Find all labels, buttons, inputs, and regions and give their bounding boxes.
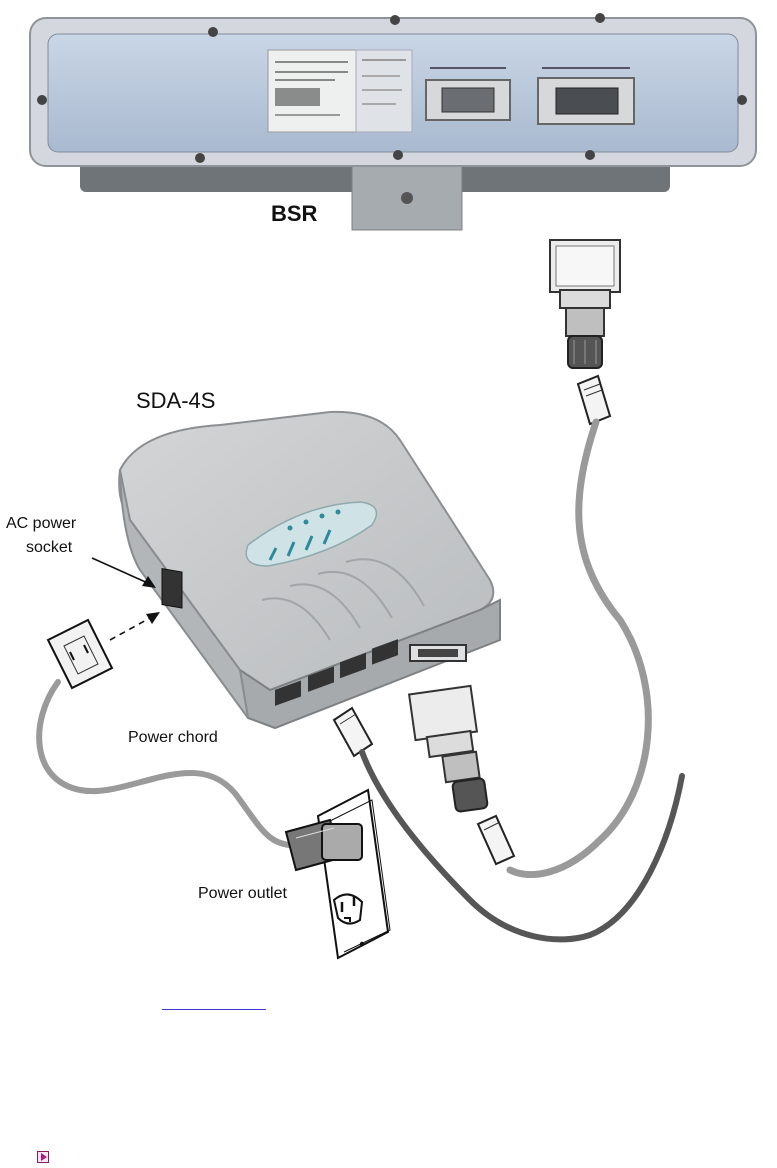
serial-cable [510, 422, 648, 875]
rj45-plug-top [578, 376, 610, 424]
bsr-unit [30, 13, 756, 230]
bsr-db-connector [550, 240, 620, 368]
bsr-screw [595, 13, 605, 23]
play-icon[interactable] [37, 1151, 49, 1163]
bsr-screw [393, 150, 403, 160]
data-cable-dark [362, 752, 682, 939]
bsr-screw [585, 150, 595, 160]
bsr-screw [37, 95, 47, 105]
power-outlet-label: Power outlet [198, 885, 287, 902]
power-plug [48, 620, 112, 688]
bsr-screw [208, 27, 218, 37]
rj45-plug-sda [334, 708, 372, 756]
bsr-screw [390, 15, 400, 25]
ac-socket-label-line1: AC power [6, 515, 77, 532]
bsr-barcode [275, 88, 320, 106]
plug-insert-arrow [110, 612, 160, 640]
sda-label: SDA-4S [136, 388, 215, 413]
bsr-screw [737, 95, 747, 105]
power-chord-label: Power chord [128, 729, 218, 746]
hyperlink-underline[interactable] [162, 1009, 266, 1010]
sda-db-connector [409, 686, 488, 812]
ac-socket-label-line2: socket [26, 539, 73, 556]
bsr-screw [195, 153, 205, 163]
sda-ac-socket [162, 569, 182, 609]
bsr-mount-hole [401, 192, 413, 204]
sda-4s-unit [119, 412, 500, 728]
rj45-plug-bottom [478, 816, 514, 864]
bsr-label: BSR [271, 201, 318, 226]
power-outlet [318, 790, 390, 958]
